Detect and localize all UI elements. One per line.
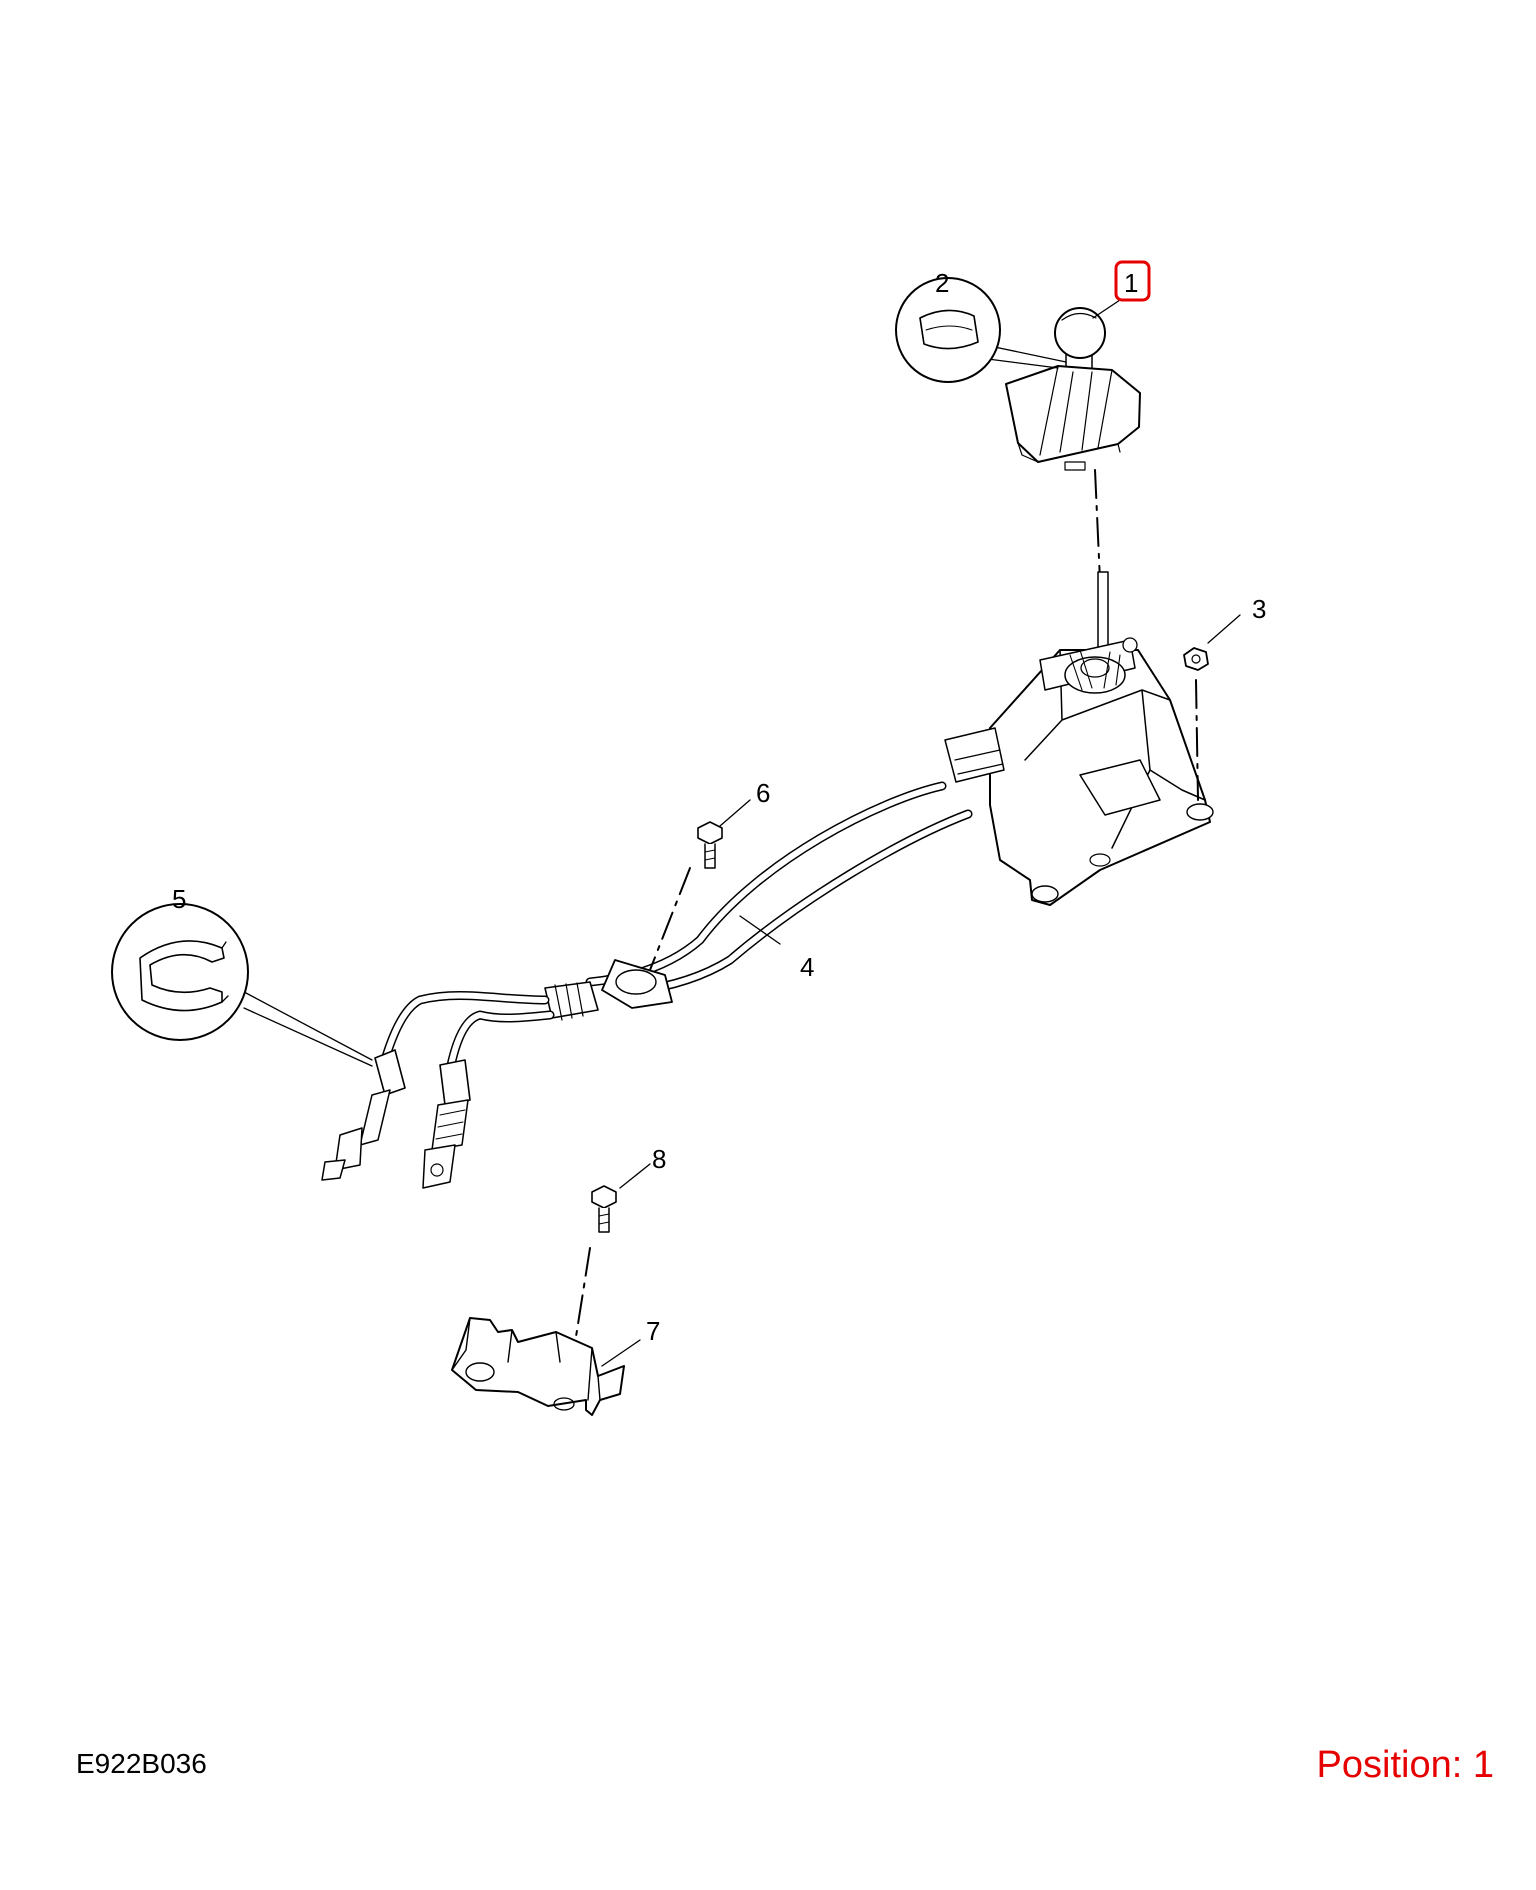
bolt-lower[interactable] (591, 1185, 617, 1233)
nut[interactable] (1183, 647, 1209, 671)
shift-knob-and-boot[interactable] (1005, 307, 1141, 471)
shift-cable-assembly[interactable] (321, 781, 973, 1189)
assembly-line (1094, 469, 1103, 626)
assembly-line (1195, 679, 1199, 801)
bolt-upper[interactable] (697, 821, 723, 869)
callout-number-8[interactable]: 8 (652, 1144, 666, 1174)
callout-number-5[interactable]: 5 (172, 884, 186, 914)
callout-number-4[interactable]: 4 (800, 952, 814, 982)
shifter-housing[interactable] (944, 571, 1214, 906)
leader-line (243, 992, 373, 1067)
callout-number-7[interactable]: 7 (646, 1316, 660, 1346)
callout-number-2[interactable]: 2 (935, 268, 949, 298)
boot-clip-detail[interactable] (895, 277, 1001, 383)
leader-line (739, 915, 781, 945)
leader-line (1207, 614, 1241, 644)
position-indicator: Position: 1 (1316, 1744, 1494, 1786)
assembly-line (565, 1247, 591, 1401)
leader-line (601, 1339, 641, 1367)
callout-number-1[interactable]: 1 (1124, 268, 1138, 298)
leader-line (619, 1163, 651, 1189)
bracket[interactable] (451, 1317, 625, 1416)
drawing-code: E922B036 (76, 1748, 207, 1779)
callout-number-3[interactable]: 3 (1252, 594, 1266, 624)
callout-number-6[interactable]: 6 (756, 778, 770, 808)
callout-1-highlight (1114, 260, 1151, 302)
assembly-line (649, 867, 691, 971)
cable-clip-detail[interactable] (111, 903, 249, 1041)
leader-line (979, 344, 1067, 369)
leader-line (719, 799, 751, 827)
leader-line (1092, 299, 1121, 319)
